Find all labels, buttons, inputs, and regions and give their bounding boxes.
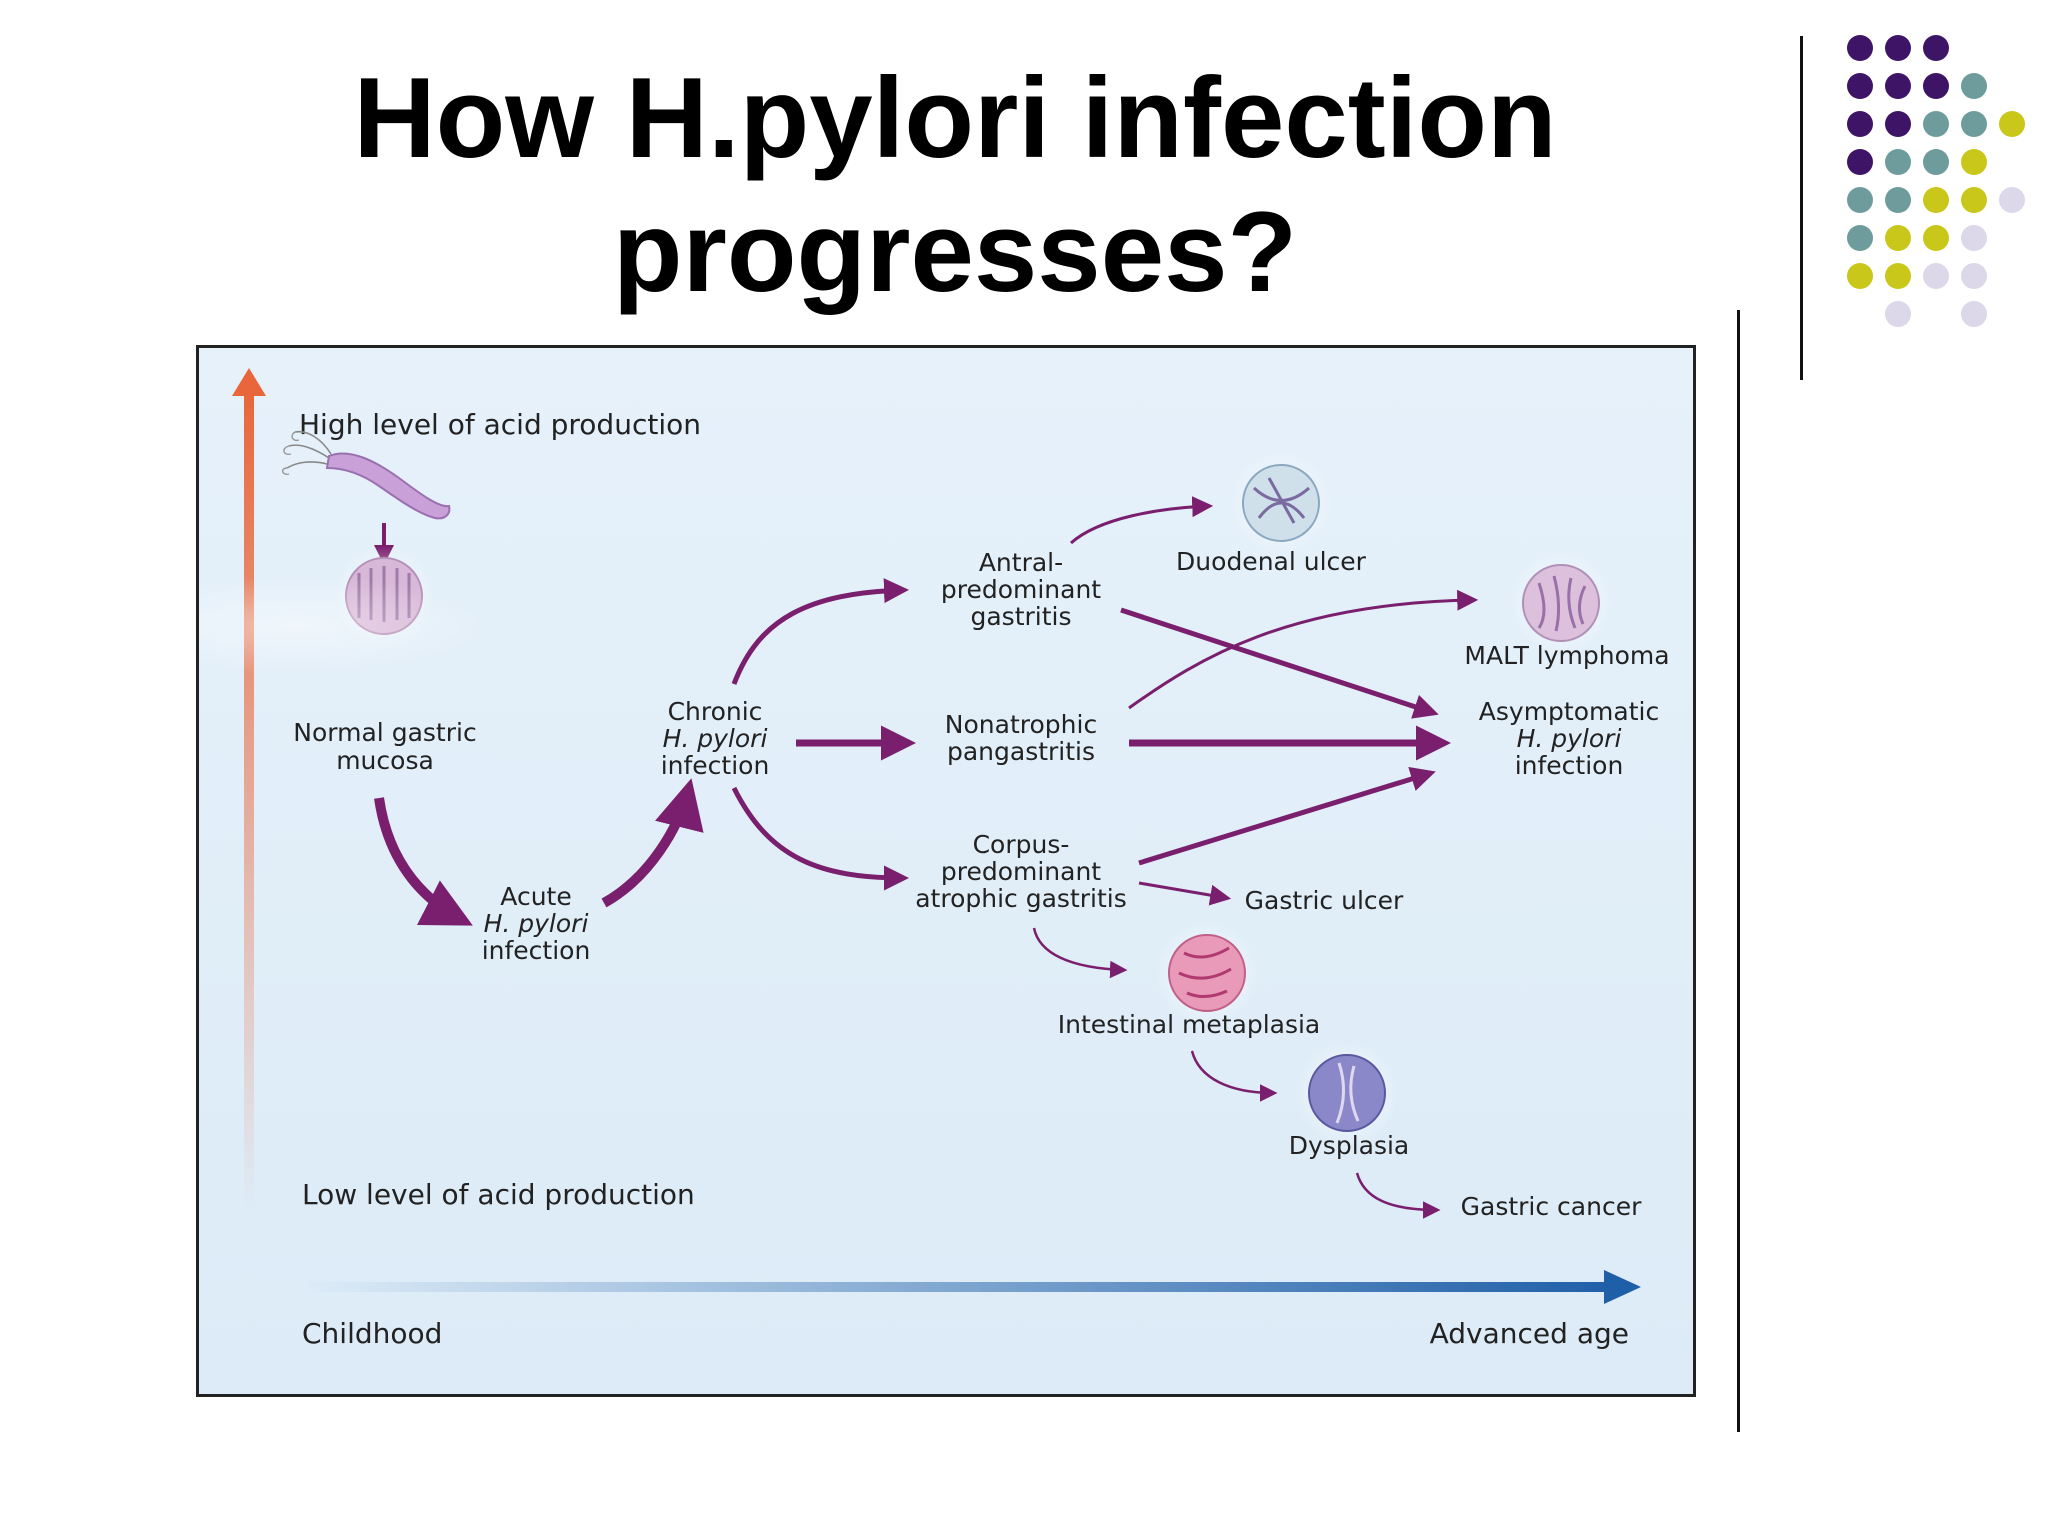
arrow-acute-to-chronic [601, 778, 704, 908]
high-acid-label: High level of acid production [299, 408, 701, 441]
low-acid-label: Low level of acid production [302, 1178, 695, 1211]
decorative-dot [1847, 35, 1873, 61]
node-chronic-line-3: infection [661, 751, 770, 780]
decorative-dot [1847, 73, 1873, 99]
node-corpus-line-3: atrophic gastritis [915, 884, 1127, 913]
decorative-dot [1923, 73, 1949, 99]
malt-lymphoma-image [1509, 551, 1613, 655]
right-divider-main [1737, 310, 1740, 1432]
arrow-chronic-to-corpus [731, 786, 909, 891]
decorative-dot-grid [1847, 35, 2025, 327]
arrow-corpus-to-asymptomatic [1138, 766, 1436, 866]
node-nonatrophic-line-1: Nonatrophic [945, 710, 1097, 739]
intestinal-metaplasia-image [1155, 921, 1259, 1025]
node-antral-gastritis: Antral- predominant gastritis [941, 548, 1101, 631]
node-chronic-infection: Chronic H. pylori infection [661, 697, 770, 780]
arrow-metaplasia-to-dysplasia [1190, 1050, 1278, 1102]
node-nonatrophic-pangastritis: Nonatrophic pangastritis [945, 710, 1097, 766]
decorative-dot [1885, 263, 1911, 289]
node-gastric-cancer: Gastric cancer [1461, 1192, 1642, 1221]
node-nonatrophic-line-2: pangastritis [947, 737, 1095, 766]
decorative-dot [1961, 111, 1987, 137]
arrow-dysplasia-to-cancer [1355, 1172, 1441, 1219]
decorative-dot [1847, 225, 1873, 251]
decorative-dot [1885, 225, 1911, 251]
node-malt-lymphoma: MALT lymphoma [1464, 641, 1669, 670]
decorative-dot [1885, 149, 1911, 175]
age-axis-arrowhead [1604, 1270, 1641, 1304]
node-normal-mucosa: Normal gastric mucosa [293, 718, 476, 775]
node-asymptomatic-infection: Asymptomatic H. pylori infection [1479, 697, 1659, 780]
decorative-dot [1999, 187, 2025, 213]
advanced-age-label: Advanced age [1430, 1317, 1629, 1350]
arrow-nonatrophic-to-malt [1128, 589, 1479, 710]
decorative-dot [1885, 111, 1911, 137]
node-corpus-line-2: predominant [941, 857, 1101, 886]
slide-title-line-1: How H.pylori infection [353, 55, 1557, 182]
decorative-dot [1885, 301, 1911, 327]
arrow-corpus-to-metaplasia [1032, 927, 1128, 979]
node-acute-infection: Acute H. pylori infection [482, 882, 591, 965]
decorative-dot [1847, 111, 1873, 137]
node-antral-line-3: gastritis [970, 602, 1071, 631]
arrow-antral-to-duodenal [1070, 496, 1214, 545]
node-chronic-line-2: H. pylori [663, 724, 768, 753]
node-antral-line-1: Antral- [979, 548, 1063, 577]
node-asymptomatic-line-1: Asymptomatic [1479, 697, 1659, 726]
node-acute-line-2: H. pylori [484, 909, 589, 938]
dysplasia-image [1295, 1041, 1399, 1145]
decorative-dot [1923, 187, 1949, 213]
node-intestinal-metaplasia: Intestinal metaplasia [1058, 1010, 1321, 1039]
decorative-dot [1847, 149, 1873, 175]
decorative-dot [1923, 263, 1949, 289]
decorative-dot [1961, 301, 1987, 327]
acid-axis-arrowhead [232, 368, 266, 396]
right-divider-top [1800, 36, 1803, 380]
arrow-normal-to-acute [374, 797, 473, 926]
decorative-dot [1885, 35, 1911, 61]
decorative-dot [1961, 263, 1987, 289]
slide-title-line-2: progresses? [612, 189, 1298, 316]
h-pylori-bacterium-icon [282, 430, 451, 520]
node-chronic-line-1: Chronic [668, 697, 763, 726]
decorative-dot [1923, 225, 1949, 251]
decorative-dot [1923, 149, 1949, 175]
node-dysplasia: Dysplasia [1289, 1131, 1410, 1160]
node-asymptomatic-line-3: infection [1515, 751, 1624, 780]
node-corpus-atrophic-gastritis: Corpus- predominant atrophic gastritis [915, 830, 1127, 913]
node-normal-line-1: Normal gastric [293, 718, 476, 747]
decorative-dot [1961, 73, 1987, 99]
decorative-dot [1961, 187, 1987, 213]
decorative-dot [1999, 111, 2025, 137]
decorative-dot [1847, 263, 1873, 289]
node-acute-line-3: infection [482, 936, 591, 965]
slide-title: How H.pylori infection progresses? [280, 52, 1630, 320]
diagram-canvas: High level of acid production Low level … [199, 368, 1670, 1350]
node-normal-line-2: mucosa [336, 746, 434, 775]
node-acute-line-1: Acute [500, 882, 571, 911]
progression-diagram: High level of acid production Low level … [196, 345, 1696, 1397]
decorative-dot [1961, 149, 1987, 175]
arrow-antral-to-asymptomatic [1120, 607, 1439, 719]
node-duodenal-ulcer: Duodenal ulcer [1176, 547, 1367, 576]
decorative-dot [1923, 111, 1949, 137]
acid-level-axis [244, 390, 254, 1210]
decorative-dot [1961, 225, 1987, 251]
duodenal-ulcer-image [1229, 451, 1333, 555]
node-asymptomatic-line-2: H. pylori [1517, 724, 1622, 753]
age-axis [304, 1282, 1614, 1292]
decorative-dot [1847, 187, 1873, 213]
childhood-label: Childhood [302, 1317, 442, 1350]
node-antral-line-2: predominant [941, 575, 1101, 604]
arrow-corpus-to-gastric-ulcer [1138, 881, 1232, 906]
decorative-dot [1923, 35, 1949, 61]
arrow-chronic-to-antral [731, 578, 909, 685]
decorative-dot [1885, 187, 1911, 213]
decorative-dot [1885, 73, 1911, 99]
node-corpus-line-1: Corpus- [973, 830, 1070, 859]
node-gastric-ulcer: Gastric ulcer [1245, 886, 1404, 915]
